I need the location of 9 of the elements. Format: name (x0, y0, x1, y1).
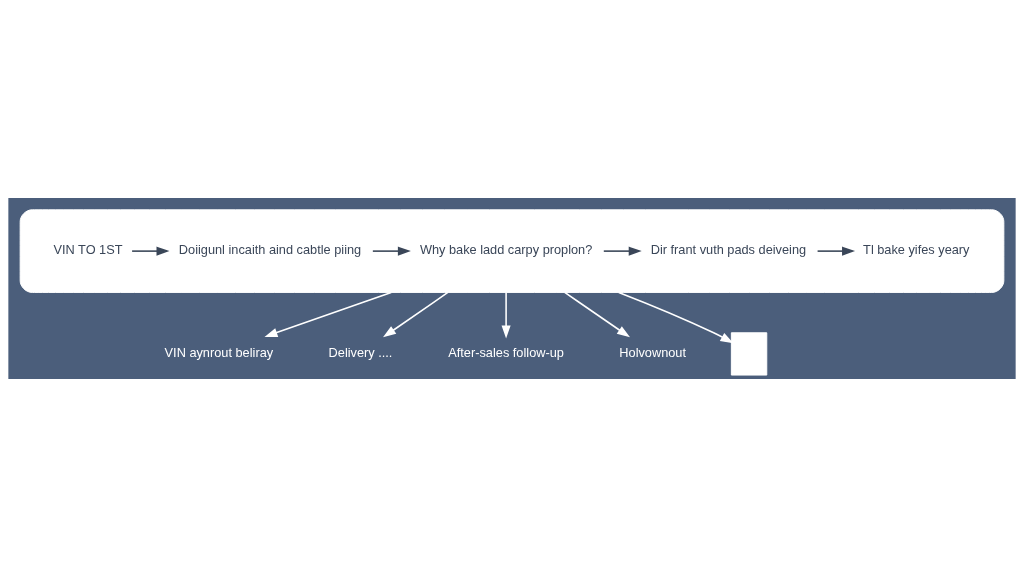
node-text: Doiigunl incaith aind cabtle piing (178, 241, 362, 257)
node-text: Delivery .... (328, 344, 393, 360)
node-text: Why bake ladd carpy proplon? (419, 241, 593, 257)
node-text: Dir frant vuth pads deiveing (650, 241, 807, 257)
node-text: VIN aynrout beliray (164, 344, 274, 360)
node-text: Holvownout (619, 344, 687, 360)
node-text: Tl bake yifes yeary (863, 241, 970, 257)
node-text: VIN TO 1ST (53, 241, 123, 257)
node-text: After-sales follow-up (448, 344, 564, 360)
